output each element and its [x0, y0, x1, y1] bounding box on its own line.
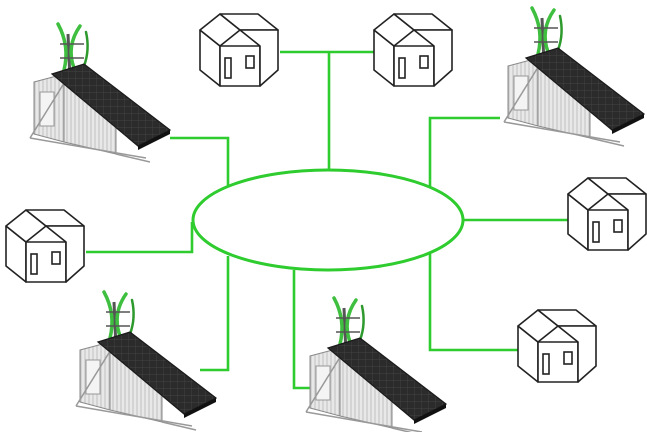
- link-house-left: [86, 222, 194, 254]
- power-station-icon: [74, 290, 218, 432]
- house-icon: [5, 209, 85, 283]
- link-house-top-center: [280, 50, 378, 172]
- link-power-station-bottom-left: [200, 256, 230, 372]
- power-station-icon: [28, 22, 172, 164]
- house-icon: [199, 13, 279, 87]
- house-icon: [373, 13, 453, 87]
- connection-lines: [86, 50, 570, 390]
- house-icon: [517, 309, 597, 383]
- power-station-icon: [304, 296, 448, 432]
- link-power-station-top-left: [170, 136, 230, 186]
- link-power-station-top-right: [428, 116, 500, 188]
- power-station-icon: [502, 6, 646, 148]
- link-house-bottom-right: [428, 254, 520, 352]
- house-icon: [567, 177, 647, 251]
- network-hub-ellipse: [191, 168, 465, 272]
